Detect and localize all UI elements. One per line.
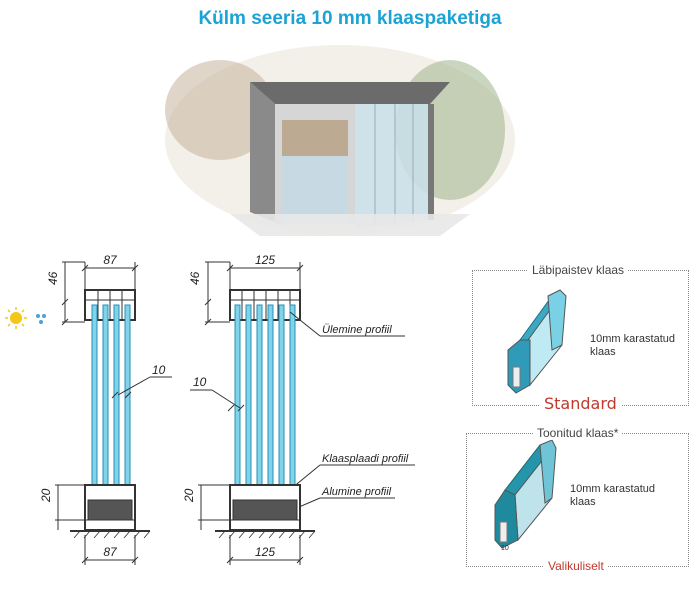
tinted-small-label: 10 (501, 545, 509, 552)
standard-badge: Standard (540, 394, 621, 413)
tinted-glass-illustration (494, 439, 557, 549)
right-section-drawing (190, 261, 415, 565)
tinted-glass-title: Toonitud klaas* (533, 426, 623, 440)
left-bottom-height: 20 (39, 488, 53, 503)
right-bottom-height: 20 (182, 488, 196, 503)
page-title: Külm seeria 10 mm klaaspaketiga (198, 8, 502, 29)
pavilion-illustration (165, 45, 515, 236)
left-glass-thickness: 10 (152, 363, 166, 377)
left-top-height: 46 (46, 271, 60, 285)
label-bottom-profile: Alumine profiil (321, 486, 392, 498)
label-glass-profile: Klaasplaadi profiil (322, 453, 409, 465)
clear-glass-desc-line1: 10mm karastatud (590, 333, 675, 345)
left-bottom-width: 87 (103, 545, 118, 559)
clear-glass-title: Läbipaistev klaas (528, 263, 629, 277)
right-bottom-width: 125 (255, 545, 275, 559)
tinted-glass-desc-line2: klaas (570, 496, 596, 508)
clear-glass-illustration (507, 289, 567, 394)
left-section-drawing (55, 261, 172, 565)
tinted-glass-desc-line1: 10mm karastatud (570, 483, 655, 495)
label-top-profile: Ülemine profiil (322, 324, 392, 336)
right-glass-thickness: 10 (193, 375, 207, 389)
optional-badge: Valikuliselt (544, 559, 608, 573)
clear-glass-desc-line2: klaas (590, 346, 616, 358)
left-top-width: 87 (103, 253, 118, 267)
weather-icons (5, 307, 46, 329)
right-top-width: 125 (255, 253, 275, 267)
right-top-height: 46 (188, 271, 202, 285)
